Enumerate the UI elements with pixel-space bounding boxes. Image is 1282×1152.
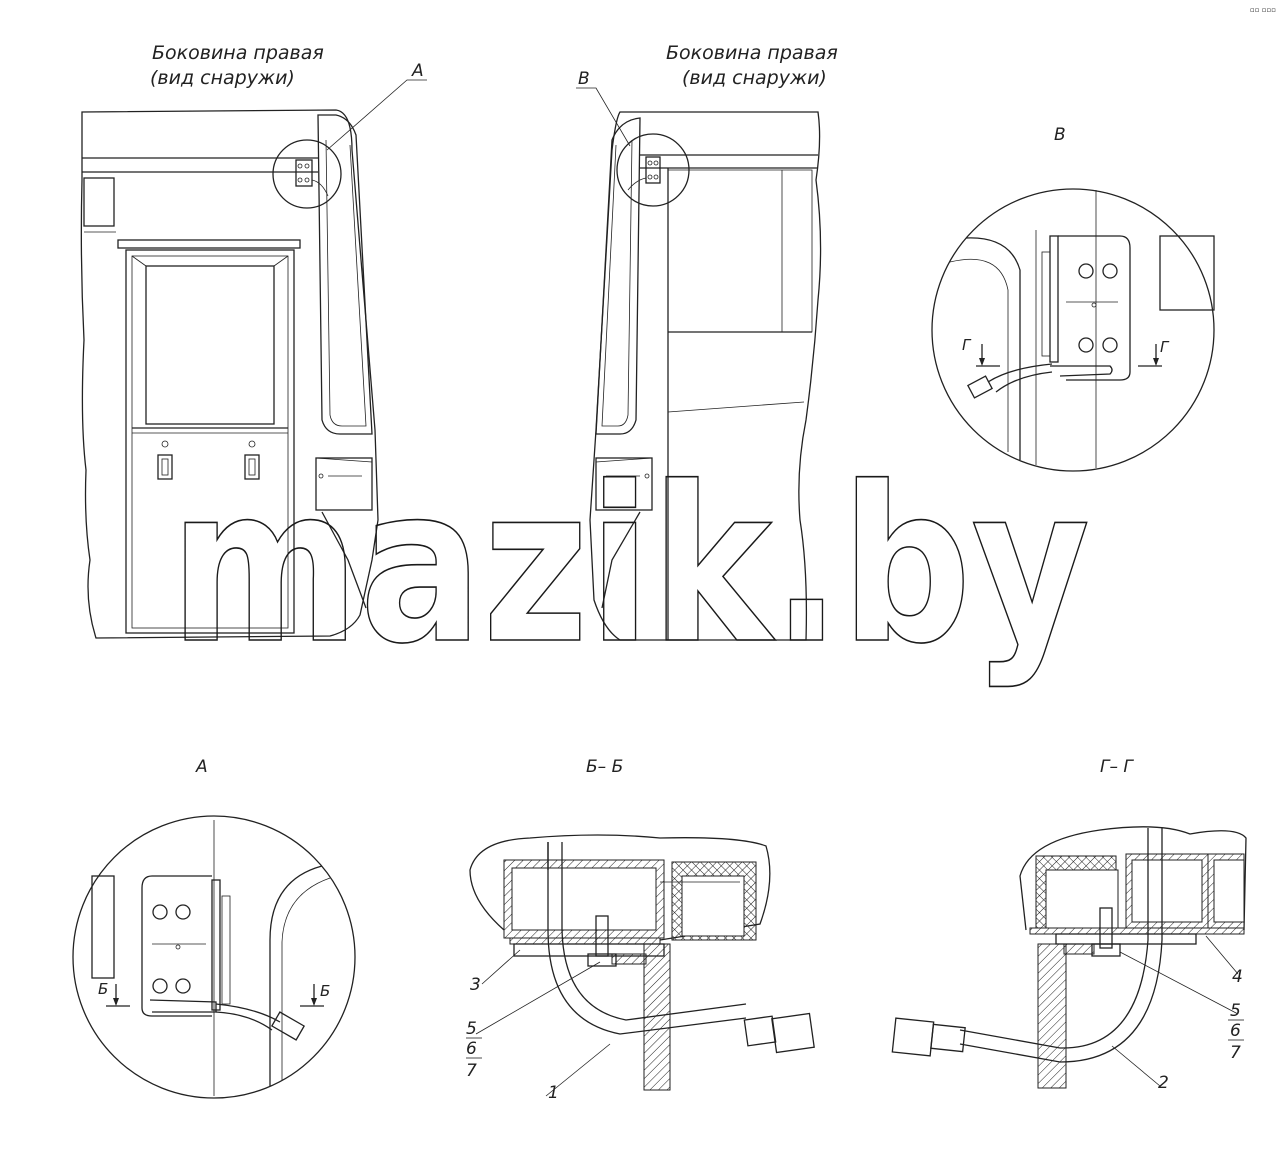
label-7: 7 xyxy=(466,1061,477,1081)
section-bb-title: Б– Б xyxy=(586,757,623,777)
section-mark-g-left: Г xyxy=(962,336,1000,367)
label-2: 2 xyxy=(1158,1073,1169,1093)
section-mark-b-right: Б xyxy=(300,982,330,1007)
detail-v: В Г Г xyxy=(931,125,1215,472)
detail-a-title: А xyxy=(195,757,208,777)
section-gg-title: Г– Г xyxy=(1100,757,1134,777)
section-bb-labels: 3 5 6 7 1 xyxy=(466,975,559,1103)
detail-a: А Б Б xyxy=(72,757,356,1099)
left-caption-line1: Боковина правая xyxy=(152,42,324,64)
label-3: 3 xyxy=(470,975,481,995)
section-mark-b-left: Б xyxy=(98,980,130,1007)
svg-text:Г: Г xyxy=(1160,338,1170,356)
section-gg: Г– Г 4 5 6 7 2 xyxy=(891,757,1247,1093)
left-side-view: Боковина правая (вид снаружи) xyxy=(80,42,427,639)
label-4: 4 xyxy=(1232,967,1243,987)
label-5: 5 xyxy=(466,1019,477,1039)
label-6: 6 xyxy=(1230,1021,1241,1041)
callout-v-label: В xyxy=(578,69,590,89)
label-7: 7 xyxy=(1230,1043,1241,1063)
bolt-pattern-a xyxy=(152,904,191,994)
section-gg-labels: 4 5 6 7 2 xyxy=(1158,967,1244,1093)
label-1: 1 xyxy=(548,1083,559,1103)
right-caption-line1: Боковина правая xyxy=(666,42,838,64)
svg-text:Б: Б xyxy=(320,982,330,1000)
callout-a-label: А xyxy=(411,61,424,81)
section-mark-g-right: Г xyxy=(1138,338,1170,367)
watermark: mazik.by xyxy=(170,440,1090,691)
label-6: 6 xyxy=(466,1039,477,1059)
detail-v-title: В xyxy=(1054,125,1066,145)
bolt-pattern-v xyxy=(1078,263,1118,353)
corner-mark: ▫▫ ▫▫▫ xyxy=(1250,6,1276,14)
right-caption-line2: (вид снаружи) xyxy=(682,67,827,89)
right-side-view: Боковина правая (вид снаружи) В xyxy=(576,42,838,641)
left-caption-line2: (вид снаружи) xyxy=(150,67,295,89)
svg-text:Г: Г xyxy=(962,336,972,354)
label-5: 5 xyxy=(1230,1001,1241,1021)
section-bb: Б– Б 3 5 6 7 1 xyxy=(466,757,815,1103)
svg-text:Б: Б xyxy=(98,980,108,998)
